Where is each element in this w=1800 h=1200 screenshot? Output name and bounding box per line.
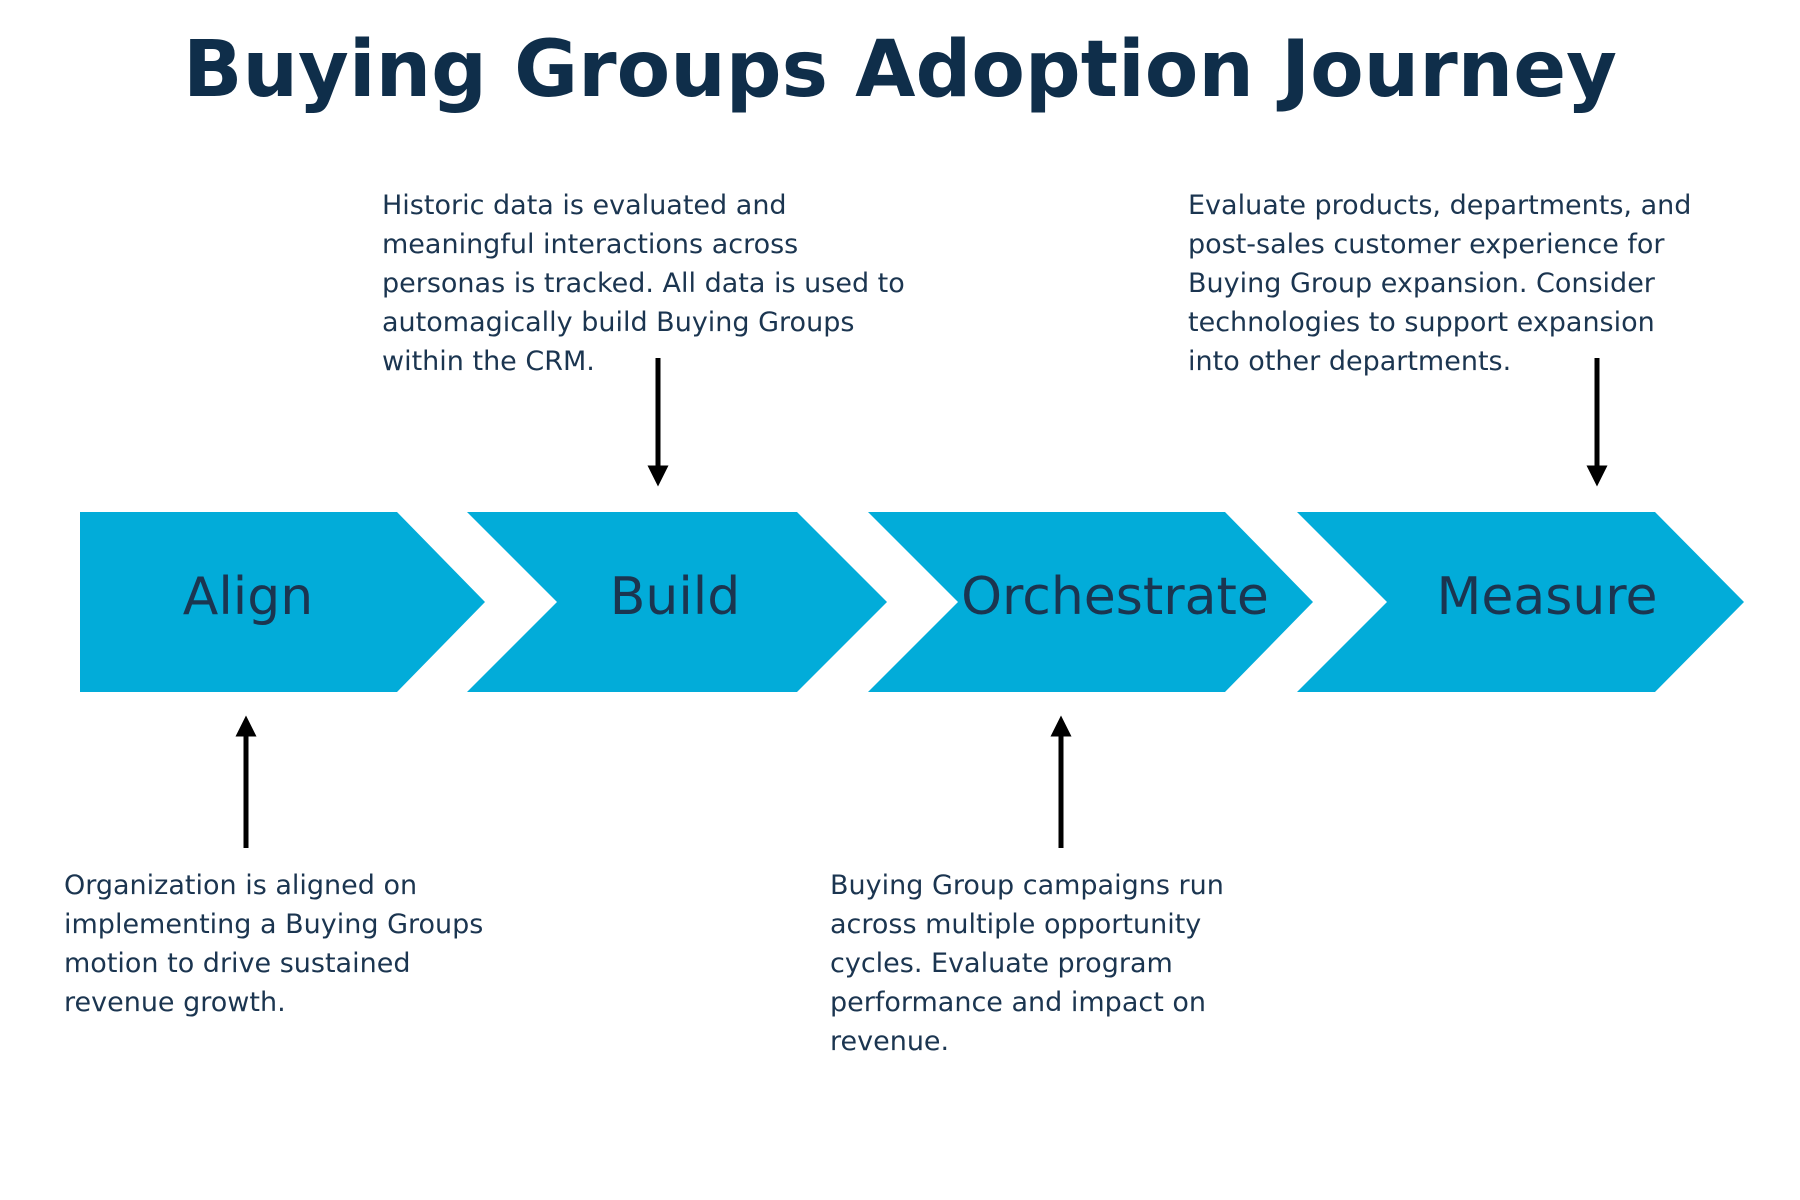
chevron-build (467, 512, 887, 692)
stage-label-orchestrate: Orchestrate (961, 567, 1269, 627)
note-build: Historic data is evaluated and meaningfu… (382, 190, 905, 377)
chevron-align (80, 512, 485, 692)
stage-label-align: Align (183, 567, 313, 627)
note-orchestrate: Buying Group campaigns run across multip… (830, 870, 1224, 1057)
stage-label-measure: Measure (1437, 567, 1658, 627)
note-measure: Evaluate products, departments, and post… (1188, 190, 1692, 377)
stage-orchestrate: Orchestrate (868, 512, 1313, 692)
note-align: Organization is aligned on implementing … (64, 870, 484, 1018)
stage-build: Build (467, 512, 887, 692)
chevron-measure (1297, 512, 1744, 692)
chevron-orchestrate (868, 512, 1313, 692)
stage-align: Align (80, 512, 485, 692)
stage-label-build: Build (610, 567, 741, 627)
stage-measure: Measure (1297, 512, 1744, 692)
page-title: Buying Groups Adoption Journey (183, 25, 1617, 115)
